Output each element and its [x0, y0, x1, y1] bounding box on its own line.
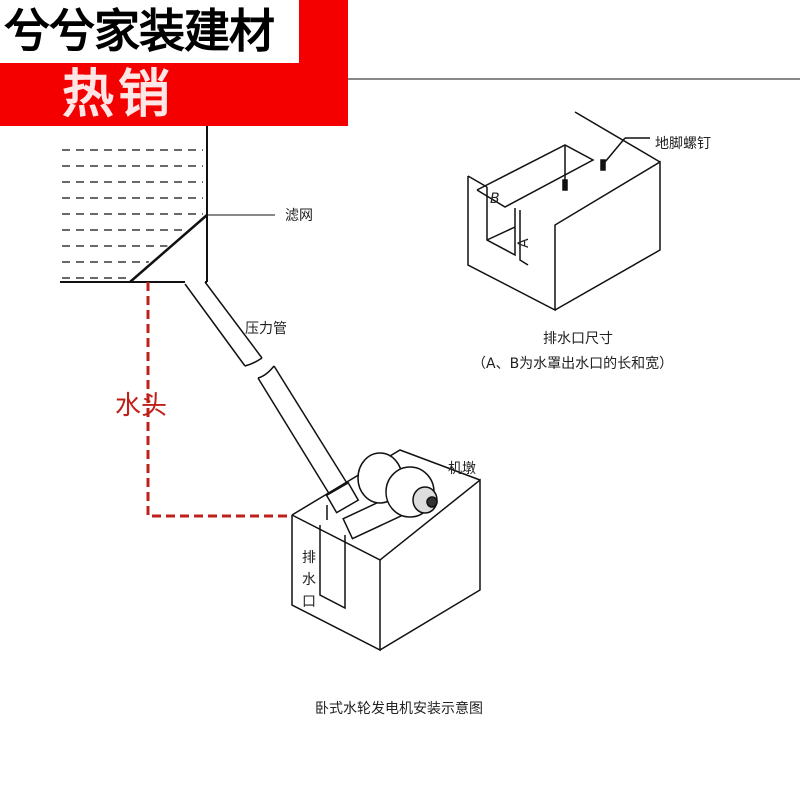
store-banner: 热销 兮兮家装建材: [0, 0, 348, 126]
water-tank: [60, 120, 275, 283]
drain-label-1: 排: [302, 550, 316, 566]
foundation-block: [291, 449, 481, 652]
dim-a: A: [516, 238, 532, 248]
dim-b: B: [490, 191, 500, 207]
outlet-size-note: （A、B为水罩出水口的长和宽）: [472, 355, 673, 372]
banner-subtitle: 热销: [62, 65, 175, 125]
generator: [325, 452, 438, 540]
caption: 卧式水轮发电机安装示意图: [315, 700, 483, 717]
head-label: 水头: [115, 391, 167, 421]
outlet-detail: [467, 111, 661, 312]
drain-label-2: 水: [302, 572, 316, 588]
drain-label-3: 口: [302, 594, 316, 610]
anchor-bolt-label: 地脚螺钉: [655, 136, 711, 152]
outlet-size-title: 排水口尺寸: [543, 331, 613, 347]
head-line: [146, 282, 292, 518]
penstock-label: 压力管: [245, 321, 287, 337]
foundation-label: 机墩: [448, 461, 476, 477]
penstock-pipe: [184, 281, 351, 501]
banner-title: 兮兮家装建材: [0, 0, 299, 63]
filter-label: 滤网: [285, 208, 313, 224]
filter-screen: [129, 214, 208, 283]
